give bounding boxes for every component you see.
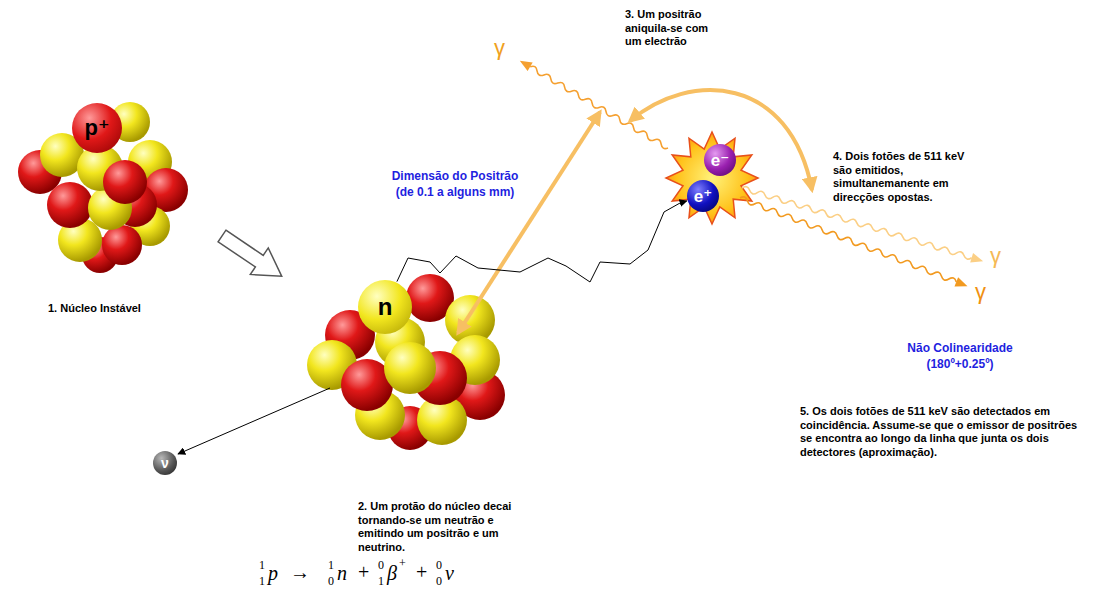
daughter-nucleus	[307, 274, 505, 450]
photon-arrowhead	[517, 56, 532, 71]
annihilation-burst	[666, 132, 758, 224]
proton-ball: p⁺	[72, 103, 122, 153]
positron-track	[397, 201, 687, 282]
atomic-number: 0	[436, 575, 442, 588]
proton-sphere	[102, 225, 142, 265]
mass-number: 1	[259, 559, 265, 572]
transition-arrow	[213, 223, 291, 290]
unstable-nucleus	[18, 102, 188, 273]
proton-sphere	[103, 160, 147, 204]
angle-label: Não Colinearidade (180º+0.25º)	[890, 340, 1030, 372]
neutrino-ball: ν	[153, 451, 177, 475]
equation-operator: +	[416, 561, 427, 583]
step-text: 1. Núcleo Instável	[48, 302, 208, 316]
neutrino-arrow	[178, 388, 330, 454]
equation-operator: +	[358, 561, 369, 583]
neutron-ball: n	[358, 280, 412, 334]
angle-arrow	[630, 90, 812, 190]
particle-symbol: e⁻	[711, 152, 729, 169]
atomic-number: 1	[259, 575, 265, 588]
step-text: 2. Um protão do núcleo decai tornando-se…	[358, 500, 538, 554]
photon-arrowhead	[970, 253, 984, 266]
atomic-number: 1	[378, 575, 384, 588]
gamma-label: γ	[975, 280, 986, 304]
particle-symbol: e⁺	[694, 188, 712, 205]
positron-ball: e⁺	[687, 180, 719, 212]
charge-sign: +	[399, 557, 406, 570]
equation-term: p	[268, 562, 278, 584]
photon-wave	[739, 196, 957, 285]
proton-sphere	[47, 182, 93, 228]
gamma-label: γ	[494, 36, 505, 60]
dimension-label: Dimensão do Positrão (de 0.1 a alguns mm…	[385, 168, 525, 200]
particle-symbol: n	[378, 295, 393, 319]
gamma-label: γ	[990, 244, 1001, 268]
mass-number: 0	[378, 559, 384, 572]
gamma-photon	[517, 56, 670, 152]
electron-ball: e⁻	[704, 144, 736, 176]
mass-number: 1	[328, 559, 334, 572]
particle-symbol: ν	[161, 456, 169, 470]
equation-operator: →	[290, 561, 310, 583]
step-text: 4. Dois fotões de 511 keV são emitidos, …	[833, 150, 965, 204]
particle-symbol: p⁺	[84, 117, 109, 139]
equation-term: n	[337, 562, 347, 584]
photon-arrowhead	[954, 277, 969, 291]
step-text: 3. Um positrão aniquila-se com um electr…	[625, 8, 725, 49]
mass-number: 0	[436, 559, 442, 572]
step-text: 5. Os dois fotões de 511 keV são detecta…	[800, 405, 1090, 459]
atomic-number: 0	[328, 575, 334, 588]
positron-range-arrow	[458, 112, 600, 333]
neutron-sphere	[384, 342, 436, 394]
gamma-photon	[738, 193, 969, 291]
equation-term: β	[387, 562, 397, 584]
equation-term: ν	[445, 562, 454, 584]
